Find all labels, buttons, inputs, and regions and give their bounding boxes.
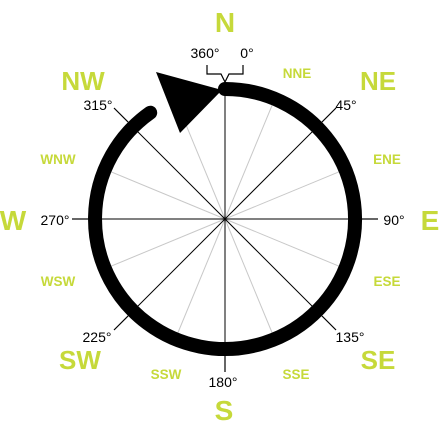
rotation-arrowhead bbox=[156, 72, 222, 133]
degree-180: 180° bbox=[209, 374, 238, 390]
label-sse: SSE bbox=[282, 367, 309, 382]
spoke-wsw bbox=[103, 218, 226, 270]
label-n: N bbox=[215, 7, 235, 38]
spoke-nw-se bbox=[127, 121, 323, 317]
degree-225: 225° bbox=[83, 329, 112, 345]
degree-90: 90° bbox=[383, 212, 404, 228]
label-se: SE bbox=[361, 345, 396, 375]
degree-360: 360° bbox=[191, 45, 220, 61]
tick-225 bbox=[113, 315, 129, 331]
label-wnw: WNW bbox=[40, 152, 75, 167]
spoke-wnw bbox=[103, 168, 226, 220]
degree-315: 315° bbox=[84, 97, 113, 113]
label-s: S bbox=[215, 395, 234, 426]
degree-135: 135° bbox=[336, 329, 365, 345]
rotation-ring bbox=[88, 82, 362, 356]
label-ne: NE bbox=[360, 66, 396, 96]
north-bracket bbox=[206, 65, 244, 84]
label-sw: SW bbox=[59, 345, 101, 375]
spoke-sse bbox=[224, 218, 276, 341]
label-nne: NNE bbox=[283, 66, 312, 81]
tick-45 bbox=[321, 107, 337, 123]
degree-0: 0° bbox=[240, 45, 253, 61]
major-spokes bbox=[88, 88, 362, 350]
degree-45: 45° bbox=[335, 97, 356, 113]
label-ene: ENE bbox=[373, 152, 401, 167]
label-nw: NW bbox=[61, 66, 105, 96]
spoke-nne bbox=[224, 97, 276, 220]
spoke-ssw bbox=[174, 218, 226, 341]
label-ssw: SSW bbox=[151, 367, 182, 382]
label-ese: ESE bbox=[373, 274, 400, 289]
label-wsw: WSW bbox=[41, 274, 76, 289]
spoke-ese bbox=[224, 218, 347, 270]
minor-spokes bbox=[103, 97, 347, 341]
spoke-ene bbox=[224, 168, 347, 220]
tick-marks bbox=[72, 107, 378, 372]
degree-270: 270° bbox=[41, 212, 70, 228]
label-w: W bbox=[0, 205, 27, 236]
tick-315 bbox=[113, 107, 129, 123]
label-e: E bbox=[421, 205, 440, 236]
tick-135 bbox=[321, 315, 337, 331]
